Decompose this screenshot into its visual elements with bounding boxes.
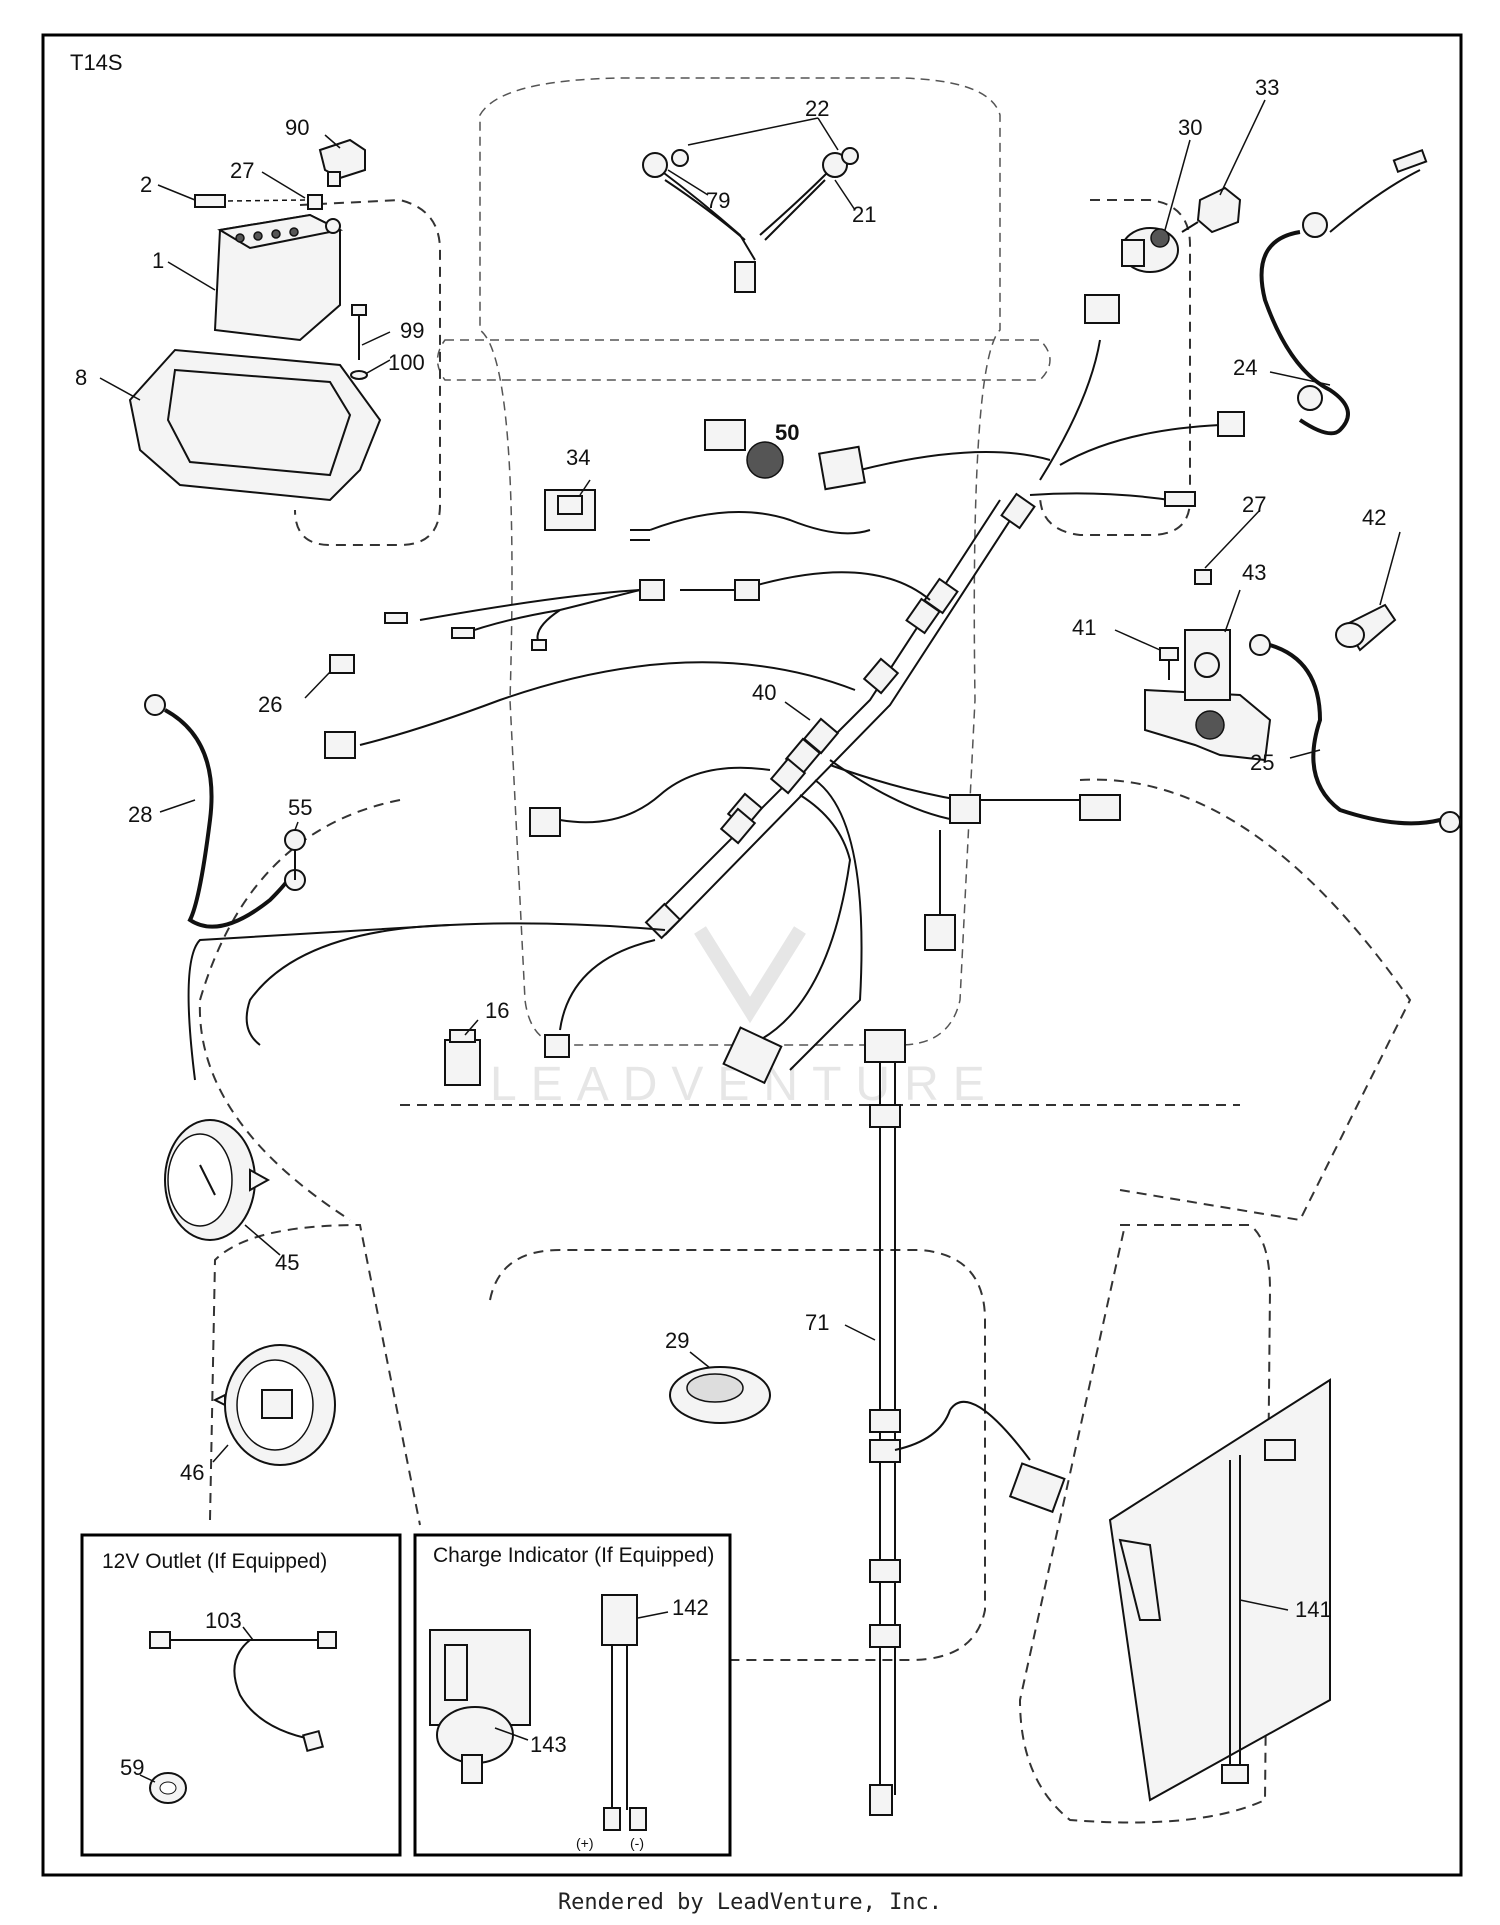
ignition-key: [1181, 186, 1242, 234]
right-fender-outline: [1079, 778, 1412, 1222]
callout-25: 25: [1250, 750, 1274, 775]
left-fender-outline: [198, 799, 401, 1221]
relay: [444, 1029, 481, 1086]
callout-103: 103: [205, 1608, 242, 1633]
callout-16: 16: [485, 998, 509, 1023]
callout-2: 2: [140, 172, 152, 197]
callout-100: 100: [388, 350, 425, 375]
terminal-cover: [318, 138, 366, 187]
callout-50: 50: [775, 420, 799, 445]
right-rear-outline: [1018, 1224, 1272, 1824]
callout-71: 71: [805, 1310, 829, 1335]
inset-charge-indicator-title: Charge Indicator (If Equipped): [433, 1544, 714, 1567]
callout-1: 1: [152, 248, 164, 273]
callout-99: 99: [400, 318, 424, 343]
callout-30: 30: [1178, 115, 1202, 140]
footer-credit: Rendered by LeadVenture, Inc.: [557, 1890, 943, 1915]
dash-panel-outline: [436, 339, 1051, 381]
callout-21: 21: [852, 202, 876, 227]
callout-45: 45: [275, 1250, 299, 1275]
grommet: [669, 1366, 771, 1424]
callout-8: 8: [75, 365, 87, 390]
battery: [213, 213, 344, 342]
callout-22: 22: [805, 96, 829, 121]
charge-harness: [601, 1594, 647, 1831]
pto-switch: [704, 419, 784, 479]
hood-outline: [479, 77, 1001, 1046]
seat-switch-bracket: [1108, 1378, 1331, 1802]
callout-28: 28: [128, 802, 152, 827]
light-switch: [544, 489, 596, 531]
leader-lines: [99, 99, 1401, 1611]
starter-solenoid: [1144, 629, 1272, 762]
battery-cable-positive: [1259, 148, 1428, 436]
headlight-harness: [642, 147, 859, 293]
fuse: [329, 654, 355, 674]
solenoid-bolt: [1159, 647, 1179, 680]
left-rear-outline: [209, 1223, 421, 1526]
power-outlet: [149, 1772, 187, 1804]
callout-141: 141: [1295, 1597, 1332, 1622]
battery-bolt: [194, 194, 306, 208]
main-wire-harness: [187, 294, 1245, 1085]
right-bay-outline: [1039, 199, 1191, 536]
callout-27-battery: 27: [230, 158, 254, 183]
callout-55: 55: [288, 795, 312, 820]
terminal-boot: [1335, 603, 1397, 652]
callout-29: 29: [665, 1328, 689, 1353]
solenoid-nut: [1194, 569, 1212, 585]
ground-cable-25: [1249, 634, 1461, 833]
diagram-code: T14S: [70, 50, 123, 75]
ground-cable-28: [144, 694, 306, 929]
inset-12v-outlet: 12V Outlet (If Equipped) 103 59: [80, 1533, 402, 1857]
callout-24: 24: [1233, 355, 1257, 380]
callout-27-solenoid: 27: [1242, 492, 1266, 517]
ignition-switch: [1121, 227, 1179, 273]
inset-12v-outlet-title: 12V Outlet (If Equipped): [102, 1550, 327, 1573]
callout-40: 40: [752, 680, 776, 705]
polarity-minus: (-): [630, 1835, 644, 1851]
callout-79: 79: [706, 188, 730, 213]
callout-46: 46: [180, 1460, 204, 1485]
diagram-frame: [41, 33, 1463, 1877]
callout-43: 43: [1242, 560, 1266, 585]
callout-42: 42: [1362, 505, 1386, 530]
charge-indicator: [429, 1629, 531, 1784]
callout-143: 143: [530, 1732, 567, 1757]
polarity-plus: (+): [576, 1835, 594, 1851]
callout-59: 59: [120, 1755, 144, 1780]
callout-labels: 1 2 8 27 90 99 100 22 79 21 30 33 24 50 …: [75, 75, 1386, 1622]
outlet-harness: [149, 1631, 337, 1753]
tray-bolt: [350, 304, 368, 380]
ammeter-gauge: [164, 1119, 271, 1241]
rear-wire-harness: [864, 1029, 1066, 1816]
callout-34: 34: [566, 445, 590, 470]
callout-26: 26: [258, 692, 282, 717]
callout-90: 90: [285, 115, 309, 140]
watermark-logo: [694, 926, 806, 1024]
battery-bay-outline: [294, 198, 441, 546]
hour-meter: [212, 1344, 336, 1466]
callout-41: 41: [1072, 615, 1096, 640]
inset-charge-indicator: Charge Indicator (If Equipped) 142 143 (…: [413, 1533, 732, 1857]
callout-142: 142: [672, 1595, 709, 1620]
seat-outline: [489, 1249, 986, 1661]
battery-nut: [307, 194, 323, 210]
callout-33: 33: [1255, 75, 1279, 100]
battery-tray: [128, 348, 382, 502]
